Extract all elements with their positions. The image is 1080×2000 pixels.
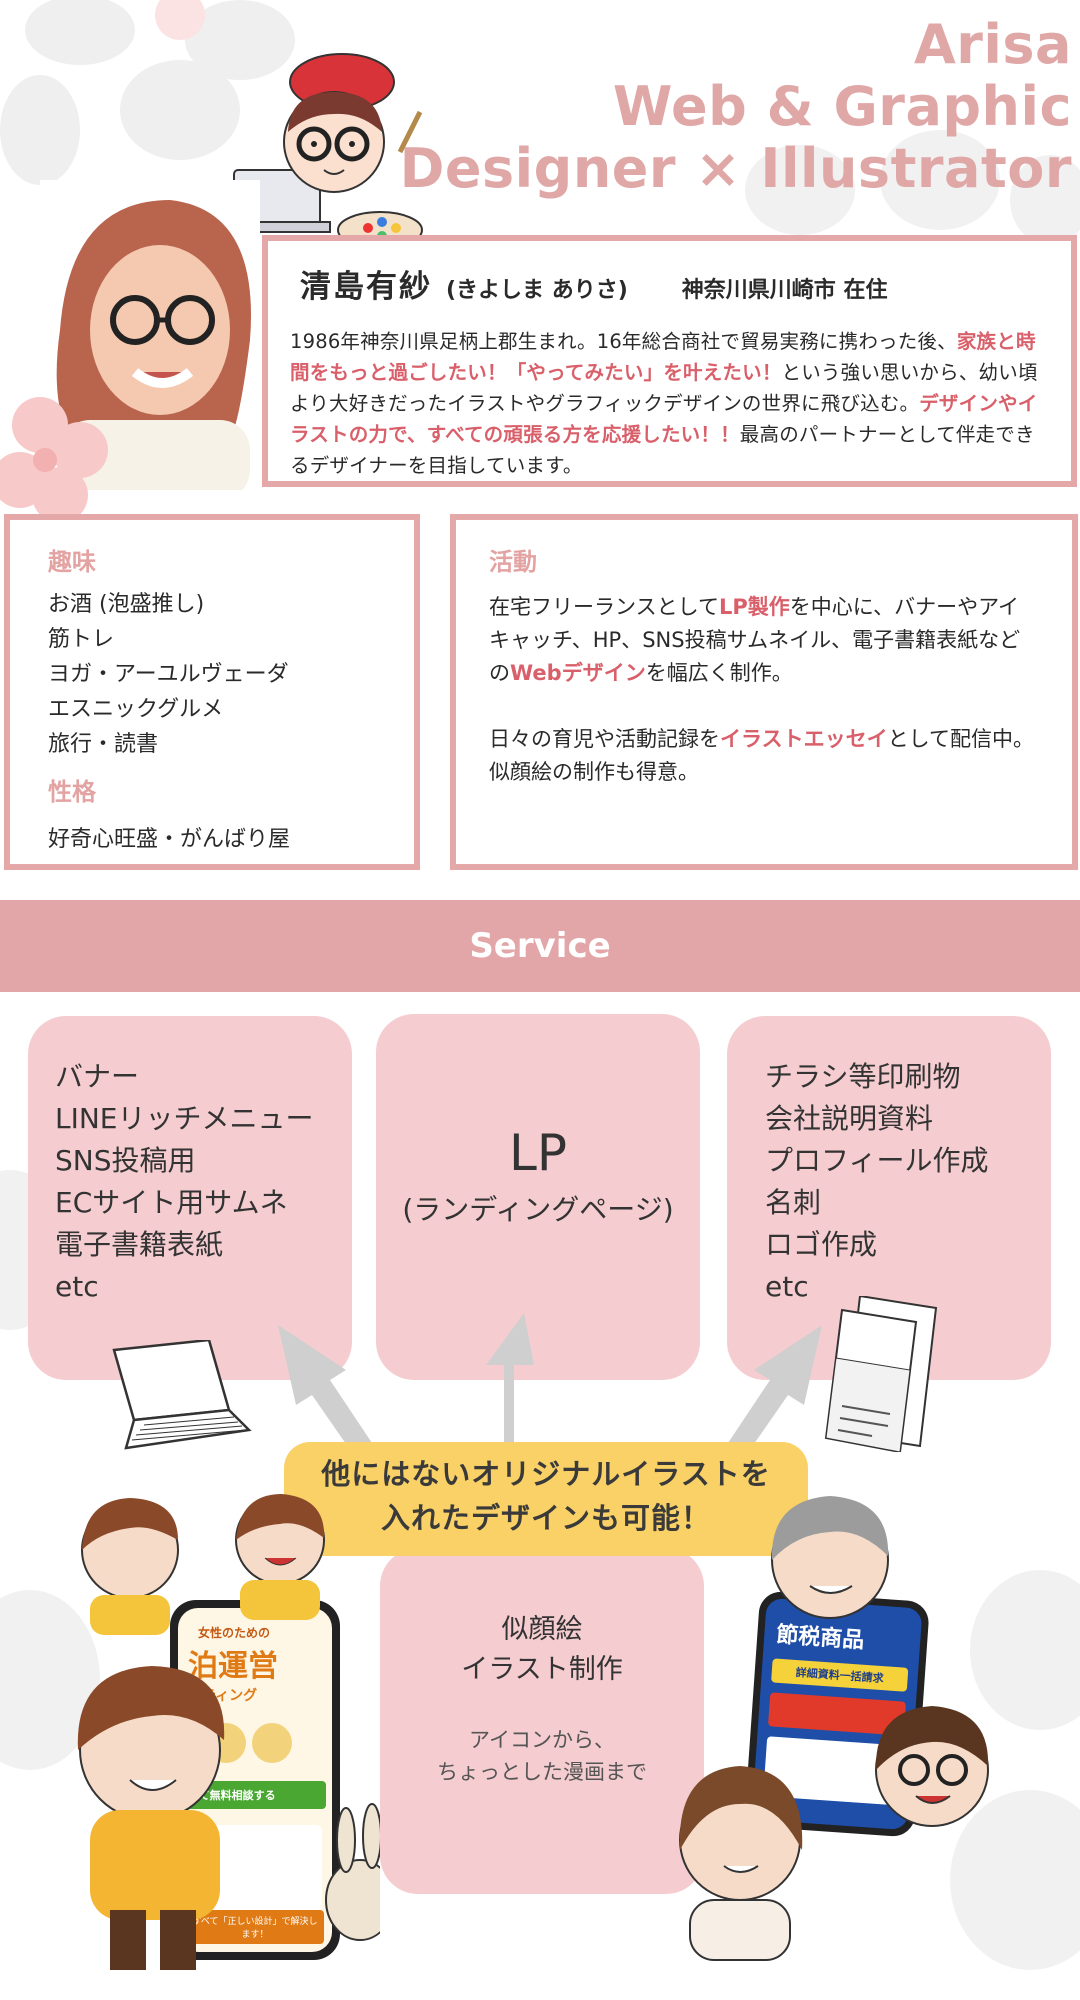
bio-highlight: デザインやイラストの力で、すべての頑張る方を応援したい！！: [290, 392, 1038, 446]
list-item: 名刺: [765, 1186, 822, 1219]
bio-highlight: 家族と時間をもっと過ごしたい！「やってみたい」を叶えたい！: [290, 330, 1036, 384]
list-item: 電子書籍表紙: [55, 1228, 224, 1261]
list-item: ヨガ・アーユルヴェーダ: [48, 662, 289, 687]
activity-heading: 活動: [489, 548, 537, 576]
mock-right-badge: 詳細資料一括請求: [771, 1658, 909, 1692]
profile-name: 清島有紗: [300, 269, 432, 305]
hobby-heading: 趣味: [48, 548, 96, 576]
portrait-sub-2: ちょっとした漫画まで: [437, 1760, 647, 1784]
title-role-1: Web & Graphic: [612, 75, 1072, 138]
list-item: etc: [765, 1270, 809, 1303]
portrait-title-2: イラスト制作: [461, 1654, 623, 1685]
list-item: 旅行・読書: [48, 732, 159, 757]
page-title: Arisa Web & Graphic Designer × Illustrat…: [400, 14, 1072, 200]
lp-title: LP: [508, 1124, 567, 1182]
name-row: 清島有紗 (きよしま ありさ) 神奈川県川崎市 在住: [300, 261, 1051, 306]
web-service-list: バナー LINEリッチメニュー SNS投稿用 ECサイト用サムネ 電子書籍表紙 …: [55, 1056, 352, 1308]
callout-line-2: 入れたデザインも可能！: [380, 1501, 711, 1535]
activity-card: 活動 在宅フリーランスとしてLP製作を中心に、バナーやアイキャッチ、HP、SNS…: [450, 514, 1078, 870]
list-item: チラシ等印刷物: [765, 1060, 961, 1093]
activity-segment: として配信中。似顔絵の制作も得意。: [489, 727, 1034, 784]
mock-footer: すべて「正しい設計」で解決します！: [186, 1910, 324, 1944]
callout-line-1: 他にはないオリジナルイラストを: [321, 1457, 771, 1491]
activity-paragraph-1: 在宅フリーランスとしてLP製作を中心に、バナーやアイキャッチ、HP、SNS投稿サ…: [489, 591, 1039, 690]
list-item: ロゴ作成: [765, 1228, 878, 1261]
personality-text: 好奇心旺盛・がんばり屋: [48, 827, 291, 852]
list-item: etc: [55, 1270, 99, 1303]
list-item: 会社説明資料: [765, 1102, 934, 1135]
personality-heading: 性格: [48, 778, 96, 806]
activity-segment: を幅広く制作。: [645, 661, 793, 685]
list-item: お酒 (泡盛推し): [48, 592, 205, 617]
activity-paragraph-2: 日々の育児や活動記録をイラストエッセイとして配信中。似顔絵の制作も得意。: [489, 723, 1039, 789]
bio-segment: 最高のパートナーとして伴走できるデザイナーを目指しています。: [290, 423, 1035, 477]
mock-sub: ルティング: [188, 1688, 258, 1704]
mock-title: 泊運営: [188, 1649, 278, 1684]
mock-cta: して無料相談する: [184, 1781, 326, 1809]
service-card-web: バナー LINEリッチメニュー SNS投稿用 ECサイト用サムネ 電子書籍表紙 …: [28, 1016, 352, 1380]
profile-location: 神奈川県川崎市 在住: [681, 278, 888, 303]
profile-card: 清島有紗 (きよしま ありさ) 神奈川県川崎市 在住 1986年神奈川県足柄上郡…: [262, 235, 1077, 487]
list-item: プロフィール作成: [765, 1144, 989, 1177]
print-service-list: チラシ等印刷物 会社説明資料 プロフィール作成 名刺 ロゴ作成 etc: [765, 1056, 1051, 1308]
list-item: LINEリッチメニュー: [55, 1102, 314, 1135]
title-name: Arisa: [913, 13, 1072, 76]
service-card-portrait: 似顔絵 イラスト制作 アイコンから、 ちょっとした漫画まで: [380, 1548, 704, 1894]
list-item: ECサイト用サムネ: [55, 1186, 288, 1219]
mock-tag: 女性のための: [198, 1626, 271, 1640]
profile-kana: (きよしま ありさ): [446, 278, 628, 303]
original-illustration-callout: 他にはないオリジナルイラストを 入れたデザインも可能！: [284, 1442, 808, 1556]
hobby-card: 趣味 お酒 (泡盛推し) 筋トレ ヨガ・アーユルヴェーダ エスニックグルメ 旅行…: [4, 514, 420, 870]
activity-segment: 日々の育児や活動記録を: [489, 727, 720, 751]
mock-right-title: 節税商品: [775, 1622, 866, 1654]
list-item: SNS投稿用: [55, 1144, 196, 1177]
service-card-lp: LP (ランディングページ): [376, 1014, 700, 1380]
list-item: 筋トレ: [48, 627, 115, 652]
flower-decoration-top-left: [0, 0, 295, 185]
hobby-list: お酒 (泡盛推し) 筋トレ ヨガ・アーユルヴェーダ エスニックグルメ 旅行・読書: [48, 587, 414, 762]
profile-photo: [40, 180, 260, 490]
activity-highlight: Webデザイン: [510, 661, 646, 685]
list-item: バナー: [55, 1060, 140, 1093]
activity-segment: を中心に、バナーやアイキャッチ、HP、SNS投稿サムネイル、電子書籍表紙などの: [489, 595, 1021, 685]
bio-segment: という強い思いから、幼い頃より大好きだったイラストやグラフィックデザインの世界に…: [290, 361, 1038, 415]
bio-segment: 1986年神奈川県足柄上郡生まれ。16年総合商社で貿易実務に携わった後、: [290, 330, 957, 353]
lp-subtitle: (ランディングページ): [402, 1193, 674, 1226]
portrait-sub-1: アイコンから、: [469, 1728, 615, 1752]
flower-decoration-bottom-right: [950, 1570, 1080, 1970]
portrait-title-1: 似顔絵: [501, 1614, 583, 1645]
activity-highlight: イラストエッセイ: [720, 727, 888, 751]
activity-segment: 在宅フリーランスとして: [489, 595, 719, 619]
list-item: エスニックグルメ: [48, 697, 224, 722]
phone-mockup-right: 節税商品 詳細資料一括請求: [743, 1590, 931, 1838]
service-heading: Service: [0, 900, 1080, 992]
service-card-print: チラシ等印刷物 会社説明資料 プロフィール作成 名刺 ロゴ作成 etc: [727, 1016, 1051, 1380]
title-role-2: Designer × Illustrator: [399, 137, 1072, 200]
activity-highlight: LP製作: [718, 595, 790, 619]
profile-bio: 1986年神奈川県足柄上郡生まれ。16年総合商社で貿易実務に携わった後、家族と時…: [290, 326, 1051, 481]
phone-mockup-left: 女性のための 泊運営 ルティング して無料相談する すべて「正しい設計」で解決し…: [170, 1600, 340, 1960]
